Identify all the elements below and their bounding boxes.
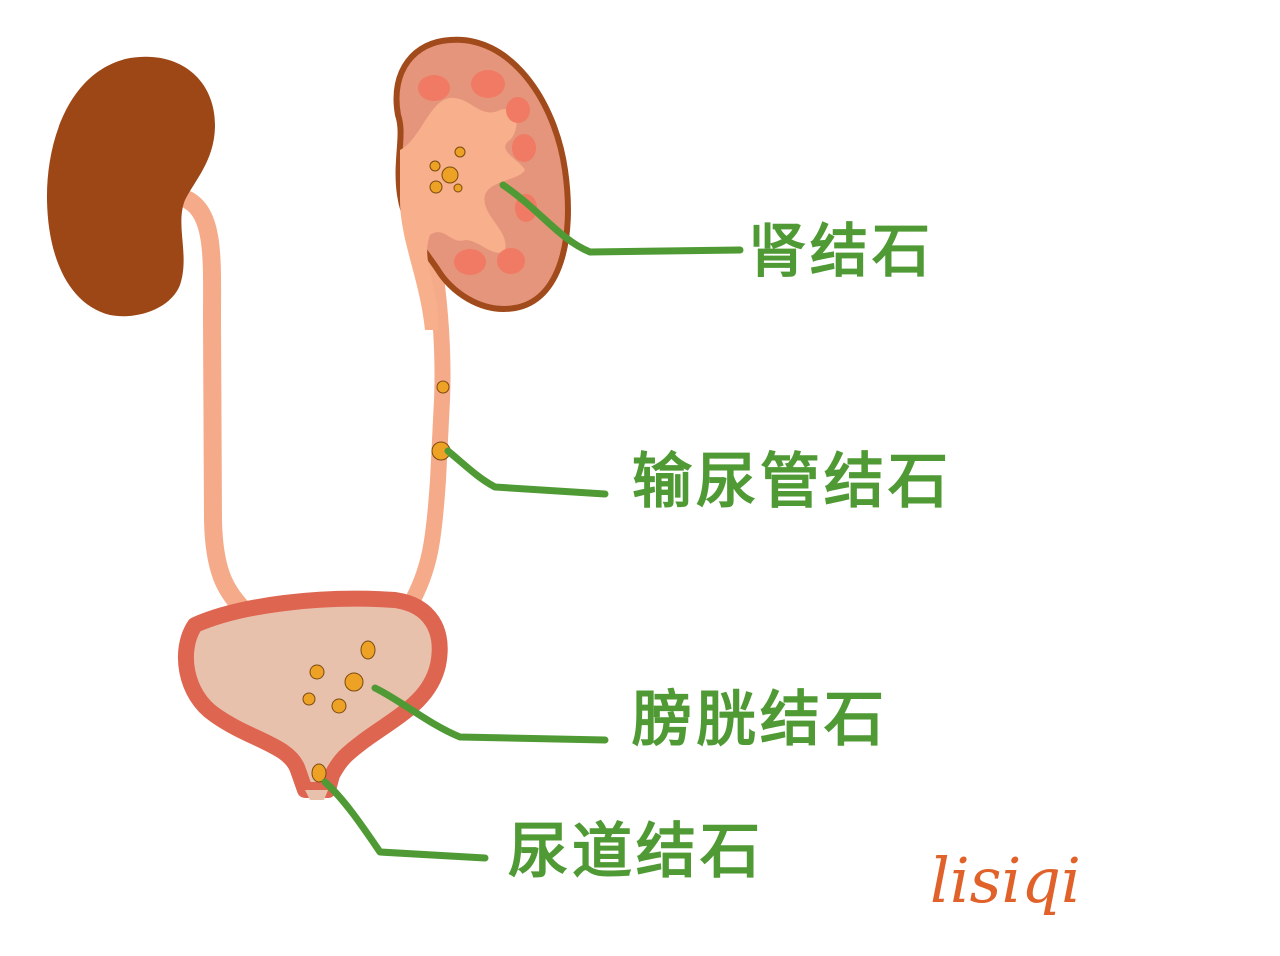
- label-urethra-stone: 尿道结石: [508, 817, 764, 887]
- urethra-stone: [311, 763, 327, 783]
- kidney-stones: [429, 146, 466, 194]
- right-kidney: [393, 36, 571, 330]
- leader-line-ureter: [444, 447, 609, 498]
- leader-line-urethra: [321, 778, 489, 862]
- left-ureter: [179, 191, 251, 617]
- leader-line-kidney: [499, 181, 744, 256]
- right-ureter: [402, 242, 451, 613]
- leader-line-bladder: [371, 684, 609, 744]
- label-ureter-stone: 输尿管结石: [632, 447, 952, 517]
- label-kidney-stone: 肾结石: [748, 217, 935, 285]
- bladder: [177, 590, 448, 800]
- artist-signature: lisiqi: [930, 844, 1081, 917]
- bladder-stones: [302, 640, 376, 714]
- label-bladder-stone: 膀胱结石: [632, 685, 888, 755]
- left-kidney: [46, 56, 215, 317]
